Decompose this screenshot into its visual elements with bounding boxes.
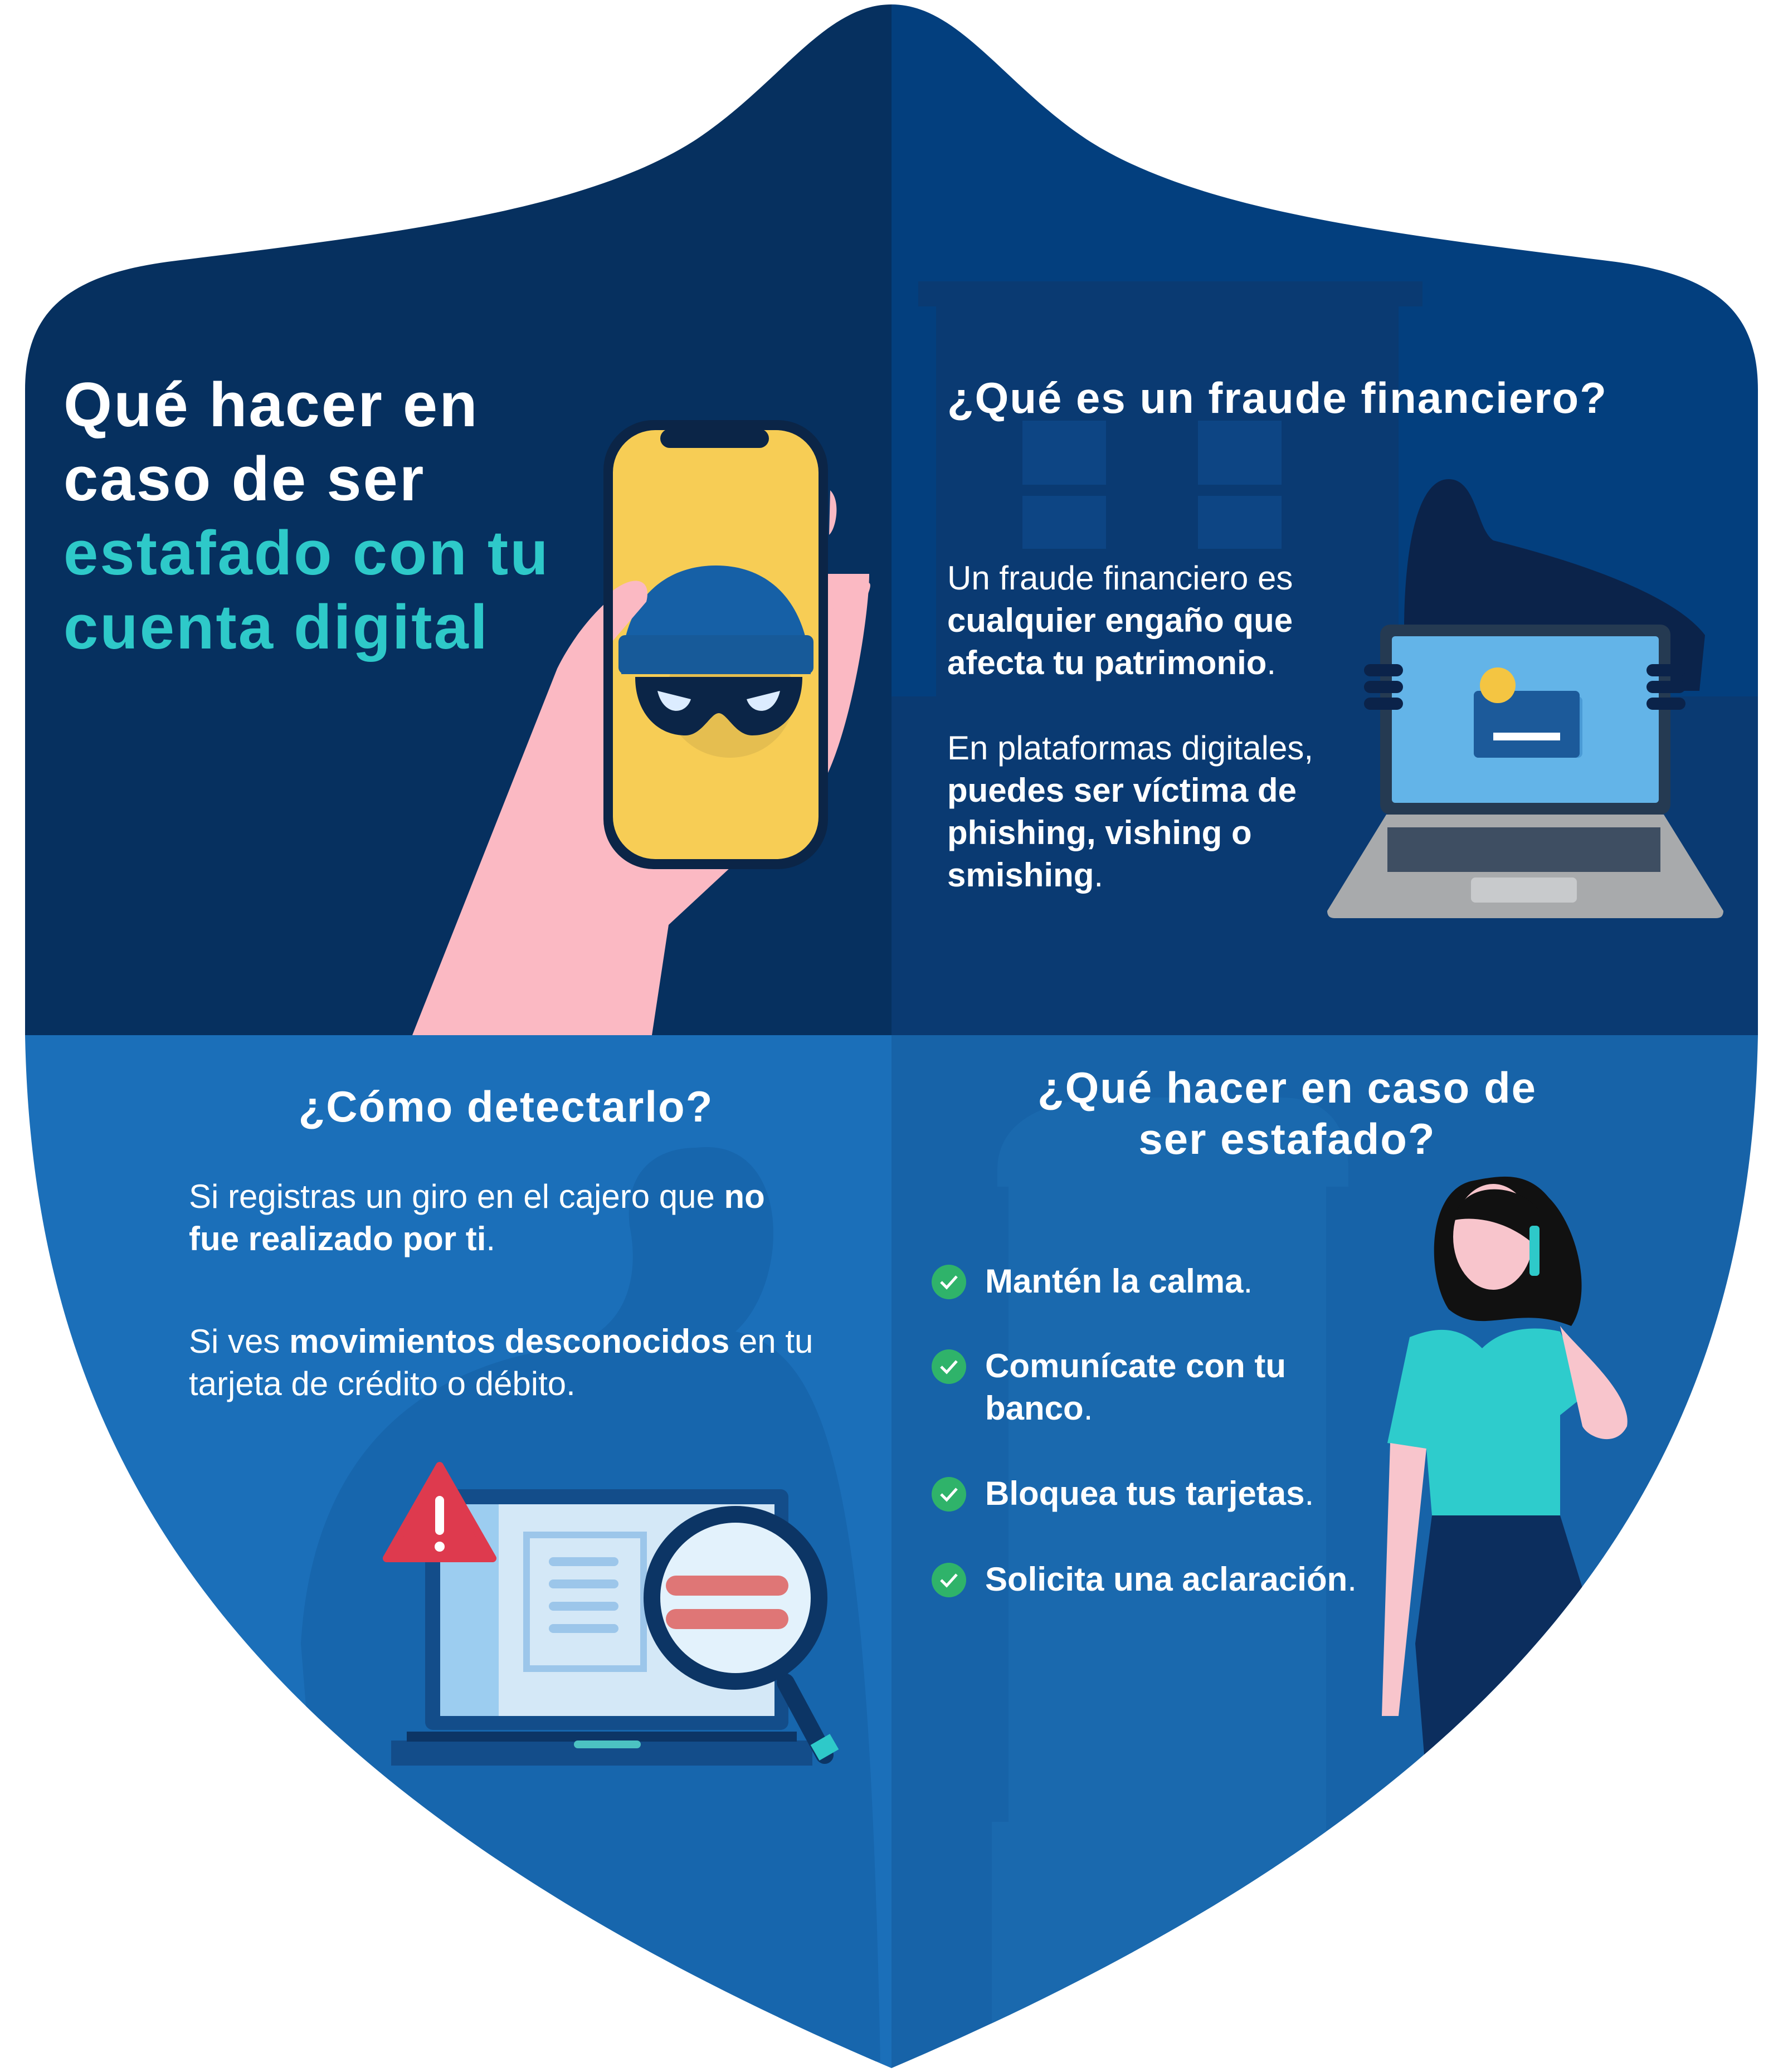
step-item: Bloquea tus tarjetas.	[932, 1473, 1314, 1515]
step-label: Solicita una aclaración.	[985, 1561, 1357, 1598]
text-bold: no	[724, 1178, 765, 1215]
detect-title: ¿Cómo detectarlo?	[298, 1082, 714, 1131]
text: Si ves	[189, 1323, 290, 1360]
text: Si registras un giro en el cajero que	[189, 1178, 724, 1215]
check-icon	[932, 1265, 966, 1299]
text: Un fraude financiero es	[947, 559, 1293, 597]
check-icon	[932, 1349, 966, 1384]
text: .	[486, 1220, 496, 1257]
magnifier-icon	[644, 1506, 839, 1764]
hero-line-3: estafado con tu	[64, 518, 550, 588]
text-bold: afecta tu patrimonio	[947, 644, 1267, 681]
warning-icon	[383, 1462, 496, 1562]
step-item: Mantén la calma.	[932, 1260, 1253, 1303]
fraud-paragraph-1: Un fraude financiero es cualquier engaño…	[947, 557, 1293, 684]
fraud-paragraph-2: En plataformas digitales, puedes ser víc…	[947, 727, 1313, 896]
text-bold: puedes ser víctima de	[947, 772, 1297, 809]
text-bold: fue realizado por ti	[189, 1220, 486, 1257]
step-label: Bloquea tus tarjetas.	[985, 1475, 1314, 1512]
check-icon	[932, 1477, 966, 1512]
title-line: ¿Qué hacer en caso de	[1037, 1063, 1537, 1112]
laptop-card-icon	[1327, 625, 1723, 918]
action-title: ¿Qué hacer en caso de ser estafado?	[914, 1062, 1660, 1164]
hero-line-2: caso de ser	[64, 444, 426, 514]
woman-phone-icon	[1382, 1176, 1628, 1783]
hero-title: Qué hacer en caso de ser estafado con tu…	[64, 368, 550, 664]
text: En plataformas digitales,	[947, 729, 1314, 767]
hero-line-4: cuenta digital	[64, 592, 489, 662]
step-item: Solicita una aclaración.	[932, 1558, 1357, 1601]
text: .	[1266, 644, 1277, 681]
title-line: ser estafado?	[1138, 1114, 1436, 1163]
text: tarjeta de crédito o débito.	[189, 1365, 576, 1402]
check-icon	[932, 1563, 966, 1597]
hero-line-1: Qué hacer en	[64, 370, 479, 440]
phone-thief-icon	[603, 420, 828, 869]
text: .	[1094, 856, 1104, 894]
detect-paragraph-1: Si registras un giro en el cajero que no…	[189, 1176, 765, 1260]
text-bold: cualquier engaño que	[947, 602, 1293, 639]
step-label: Mantén la calma.	[985, 1262, 1253, 1300]
text-bold: movimientos desconocidos	[289, 1323, 730, 1360]
fraud-title: ¿Qué es un fraude financiero?	[947, 373, 1607, 422]
text-bold: smishing	[947, 856, 1094, 894]
text-bold: phishing, vishing o	[947, 814, 1252, 851]
text: en tu	[729, 1323, 813, 1360]
detect-paragraph-2: Si ves movimientos desconocidos en tu ta…	[189, 1320, 813, 1405]
